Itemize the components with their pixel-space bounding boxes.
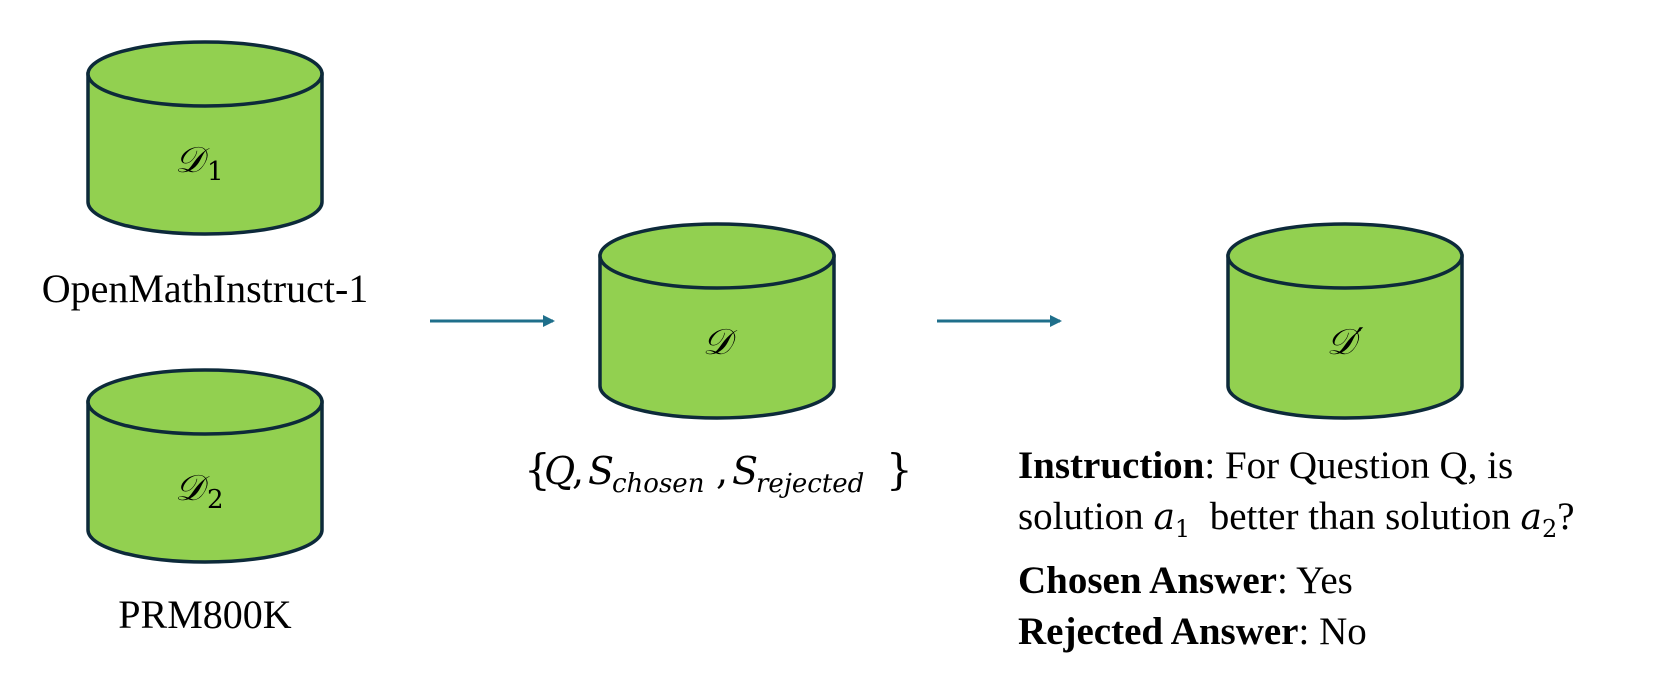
tuple-rejected-subscript: rejected [756, 469, 864, 499]
tuple-sep-2: , [716, 449, 728, 493]
rejected-answer-value: : No [1298, 610, 1367, 654]
dataset-final-symbol: 𝒟′ [1327, 322, 1364, 363]
tuple-chosen-subscript: chosen [612, 469, 704, 499]
tuple-q: Q [544, 449, 575, 493]
chosen-answer-value: : Yes [1276, 559, 1353, 603]
solution-a2-subscript: 2 [1542, 515, 1558, 544]
dataset-d1-subscript: 1 [207, 157, 224, 187]
instruction-text-2a: solution [1018, 495, 1154, 538]
tuple-open-brace: { [524, 445, 551, 494]
rejected-answer-label: Rejected Answer [1018, 610, 1299, 654]
instruction-text-2b: better than solution [1190, 495, 1521, 538]
chosen-answer-label: Chosen Answer [1018, 559, 1277, 603]
instruction-label: Instruction [1018, 444, 1205, 487]
instruction-block: Instruction: For Question Q, is solution… [1018, 440, 1658, 657]
solution-a2: a2 [1520, 497, 1558, 544]
dataset-d1-cylinder: 𝒟 1 [86, 40, 324, 236]
tuple-sep-1: , [572, 449, 584, 493]
dataset-d2-cylinder: 𝒟 2 [86, 368, 324, 564]
solution-a1: a1 [1153, 497, 1191, 544]
dataset-d2-subscript: 2 [207, 485, 224, 515]
preference-tuple: { Q , S chosen , S rejected } [524, 445, 913, 499]
instruction-line-2: solution a1 better than solution a2? [1018, 491, 1658, 555]
instruction-text-1: : For Question Q, is [1204, 444, 1514, 487]
dataset-d2-label: PRM800K [118, 592, 291, 637]
chosen-answer-line: Chosen Answer: Yes [1018, 555, 1658, 606]
instruction-line-1: Instruction: For Question Q, is [1018, 440, 1658, 491]
tuple-s-rejected: S [732, 449, 758, 493]
dataset-d1-label: OpenMathInstruct-1 [42, 266, 369, 311]
rejected-answer-line: Rejected Answer: No [1018, 606, 1658, 657]
tuple-close-brace: } [886, 445, 913, 494]
tuple-s-chosen: S [588, 449, 614, 493]
solution-a1-subscript: 1 [1174, 515, 1191, 544]
instruction-text-2c: ? [1557, 495, 1575, 538]
dataset-merged-cylinder: 𝒟 [598, 222, 836, 420]
dataset-final-cylinder: 𝒟′ [1226, 222, 1464, 420]
